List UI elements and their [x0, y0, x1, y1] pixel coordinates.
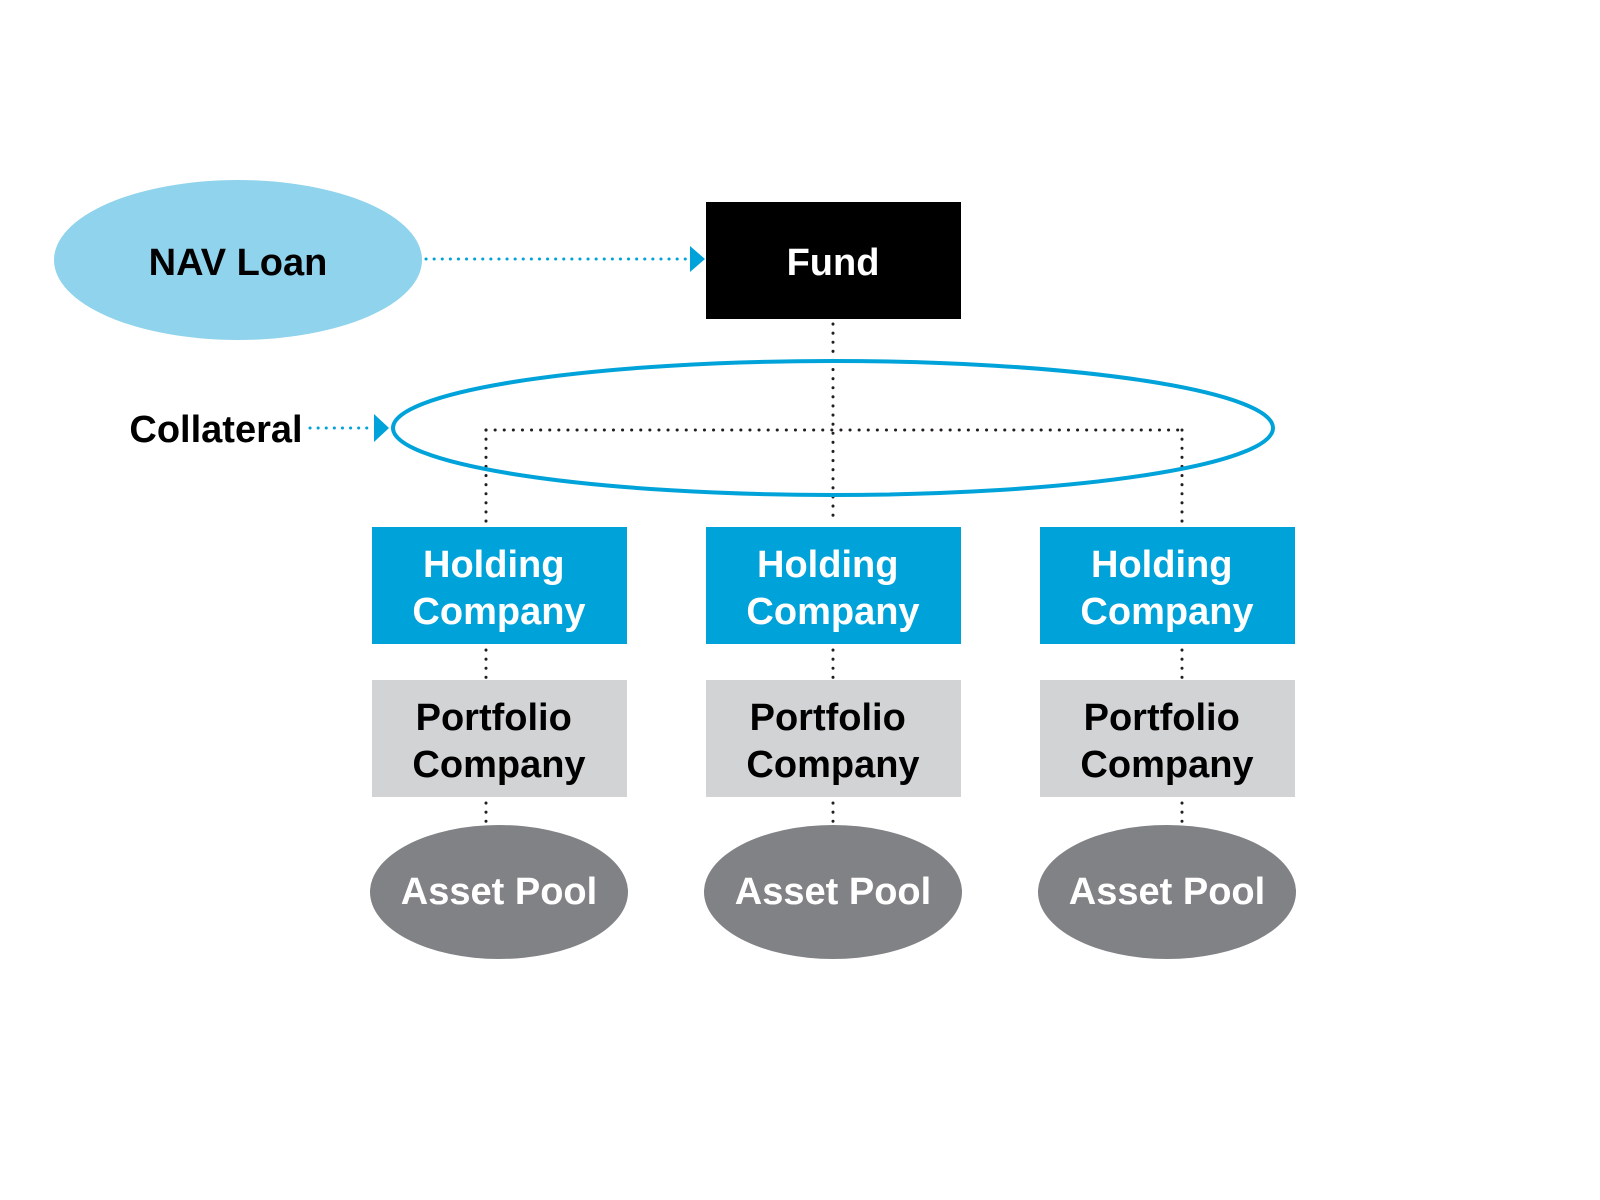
portfolio-company-box	[706, 680, 961, 797]
collateral-ellipse	[391, 359, 1275, 497]
ownership-connectors	[484, 322, 1184, 825]
asset-pool-label: Asset Pool	[1069, 871, 1265, 913]
holding-company-label: Holding Company	[746, 544, 919, 633]
nav-loan-node: NAV Loan	[54, 180, 422, 340]
column-2: Holding Company Portfolio Company Asset …	[704, 527, 962, 959]
fund-node: Fund	[706, 202, 961, 319]
holding-company-box	[706, 527, 961, 644]
column-3: Holding Company Portfolio Company Asset …	[1038, 527, 1296, 959]
holding-company-box	[372, 527, 627, 644]
portfolio-company-box	[372, 680, 627, 797]
portfolio-company-label: Portfolio Company	[412, 697, 585, 786]
asset-pool-ellipse	[1038, 825, 1296, 959]
asset-pool-label: Asset Pool	[735, 871, 931, 913]
holding-company-box	[1040, 527, 1295, 644]
portfolio-company-label: Portfolio Company	[746, 697, 919, 786]
asset-pool-ellipse	[370, 825, 628, 959]
nav-loan-to-fund-arrow	[424, 246, 705, 272]
holding-company-label: Holding Company	[412, 544, 585, 633]
portfolio-company-label: Portfolio Company	[1080, 697, 1253, 786]
nav-loan-label: NAV Loan	[149, 242, 328, 284]
column-1: Holding Company Portfolio Company Asset …	[370, 527, 628, 959]
portfolio-company-box	[1040, 680, 1295, 797]
fund-label: Fund	[787, 242, 880, 284]
asset-pool-label: Asset Pool	[401, 871, 597, 913]
asset-pool-ellipse	[704, 825, 962, 959]
holding-company-label: Holding Company	[1080, 544, 1253, 633]
collateral-label: Collateral	[129, 409, 302, 451]
collateral-arrow	[308, 414, 389, 442]
